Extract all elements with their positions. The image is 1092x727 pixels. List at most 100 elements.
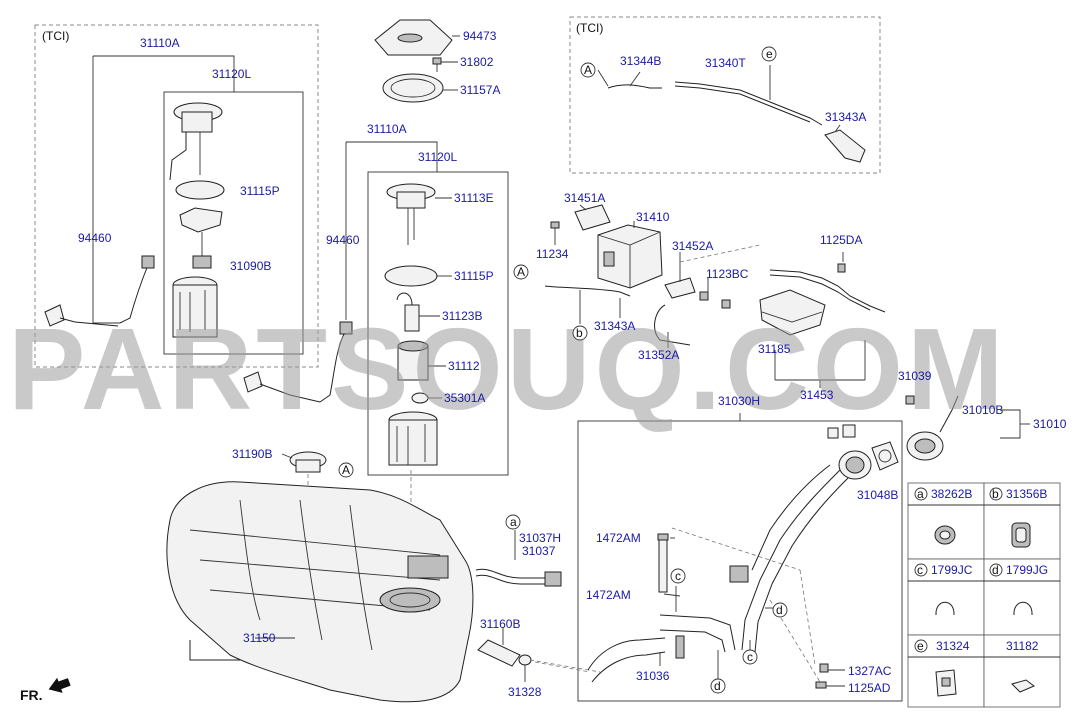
tci-right-tag: (TCI) xyxy=(576,21,603,35)
ref-e-1: e xyxy=(766,47,773,61)
label-31037h[interactable]: 31037H xyxy=(519,531,561,545)
right-tci-hoses xyxy=(597,65,866,163)
label-94473[interactable]: 94473 xyxy=(463,29,497,43)
arrow-icon xyxy=(48,677,71,693)
label-31090b[interactable]: 31090B xyxy=(230,259,271,273)
label-31120l-left[interactable]: 31120L xyxy=(212,67,251,81)
hose-31160b xyxy=(477,628,601,682)
direction-label: FR. xyxy=(20,687,43,703)
ref-c-2: c xyxy=(747,650,753,664)
label-31115p-left[interactable]: 31115P xyxy=(240,184,280,198)
legend-part-38262b[interactable]: 38262B xyxy=(931,487,972,501)
tci-right-box xyxy=(569,16,881,174)
label-31010[interactable]: 31010 xyxy=(1033,417,1067,431)
legend-key-d: d xyxy=(992,563,999,577)
spring-clip-icon xyxy=(935,601,955,616)
ref-b-1: b xyxy=(576,326,583,340)
top-cover-parts xyxy=(374,19,460,103)
label-11234[interactable]: 11234 xyxy=(536,247,569,261)
sender-cap xyxy=(281,451,327,540)
filler-neck xyxy=(534,413,899,689)
ref-circle-a-upper-2 xyxy=(580,62,596,78)
ref-circle-a-upper-3 xyxy=(513,264,529,280)
legend-key-a: a xyxy=(917,487,924,501)
label-31352a[interactable]: 31352A xyxy=(638,348,679,362)
label-31343a-top[interactable]: 31343A xyxy=(825,110,866,124)
tci-left-tag: (TCI) xyxy=(42,29,69,43)
label-31110a-left[interactable]: 31110A xyxy=(140,36,180,50)
label-94460-left[interactable]: 94460 xyxy=(78,231,112,245)
label-31185[interactable]: 31185 xyxy=(758,342,791,356)
ref-d-1: d xyxy=(776,603,783,617)
label-31157a[interactable]: 31157A xyxy=(460,83,500,97)
label-31344b[interactable]: 31344B xyxy=(620,54,661,68)
fuel-tank xyxy=(166,481,474,703)
legend-part-31182[interactable]: 31182 xyxy=(1006,639,1039,653)
label-31110a-mid[interactable]: 31110A xyxy=(367,122,407,136)
legend-key-b: b xyxy=(992,487,999,501)
label-31343a-mid[interactable]: 31343A xyxy=(594,319,635,333)
legend-key-e: e xyxy=(917,639,924,653)
legend-part-31356b[interactable]: 31356B xyxy=(1006,487,1047,501)
front-direction-indicator: FR. xyxy=(20,677,71,703)
label-31048b[interactable]: 31048B xyxy=(857,488,898,502)
ref-d-2: d xyxy=(714,679,721,693)
label-31160b[interactable]: 31160B xyxy=(480,617,520,631)
legend-part-31324[interactable]: 31324 xyxy=(936,639,970,653)
ref-a-2: A xyxy=(584,63,592,77)
spring-clip-icon xyxy=(1013,601,1033,616)
label-31037[interactable]: 31037 xyxy=(522,544,556,558)
hose-clip-icon xyxy=(1011,522,1031,548)
label-31039[interactable]: 31039 xyxy=(898,369,932,383)
label-1123bc[interactable]: 1123BC xyxy=(706,267,749,281)
label-31190b[interactable]: 31190B xyxy=(232,447,272,461)
label-31340t[interactable]: 31340T xyxy=(705,56,746,70)
fuel-cap xyxy=(905,395,1030,461)
label-31452a[interactable]: 31452A xyxy=(672,239,713,253)
legend-part-1799jc[interactable]: 1799JC xyxy=(931,563,973,577)
label-1472am-b[interactable]: 1472AM xyxy=(586,588,631,602)
label-31410[interactable]: 31410 xyxy=(636,210,670,224)
ref-circle-a-upper-1 xyxy=(338,462,354,478)
legend-table: a 38262B b 31356B c 1799JC d 1799JG e 31… xyxy=(907,482,1061,708)
bracket-clip-icon xyxy=(935,669,957,697)
ref-c-1: c xyxy=(675,569,681,583)
label-1125da[interactable]: 1125DA xyxy=(820,233,862,247)
legend-key-c: c xyxy=(917,563,923,577)
label-31451a[interactable]: 31451A xyxy=(564,191,605,205)
label-31115p-mid[interactable]: 31115P xyxy=(454,269,494,283)
hose-clamp-icon xyxy=(934,525,956,545)
label-1125ad[interactable]: 1125AD xyxy=(848,681,891,695)
canister-area xyxy=(544,204,886,388)
label-35301a[interactable]: 35301A xyxy=(444,391,485,405)
label-31112[interactable]: 31112 xyxy=(448,359,480,373)
pump-box-mid xyxy=(367,171,509,476)
label-31030h[interactable]: 31030H xyxy=(718,394,760,408)
watermark: PARTSOUQ.COM xyxy=(8,304,1008,434)
label-31113e[interactable]: 31113E xyxy=(454,191,494,205)
left-assembly xyxy=(44,55,235,338)
label-31036[interactable]: 31036 xyxy=(636,669,670,683)
tci-left-box xyxy=(34,24,319,368)
pad-icon xyxy=(1011,679,1035,693)
label-31010b[interactable]: 31010B xyxy=(962,403,1003,417)
label-31123b[interactable]: 31123B xyxy=(442,309,482,323)
ref-a-3: A xyxy=(517,265,525,279)
reference-markers: A A A e b a c c d d xyxy=(338,46,788,694)
label-1327ac[interactable]: 1327AC xyxy=(848,664,892,678)
hose-31037 xyxy=(475,530,562,587)
ref-a-lower-1: a xyxy=(510,515,517,529)
label-31328[interactable]: 31328 xyxy=(508,685,542,699)
label-31150[interactable]: 31150 xyxy=(243,631,276,645)
ref-a-1: A xyxy=(342,463,350,477)
label-1472am-a[interactable]: 1472AM xyxy=(596,531,641,545)
label-94460-mid[interactable]: 94460 xyxy=(326,233,360,247)
part-labels: 31110A 31120L 31115P 94460 31090B 94473 … xyxy=(78,29,1067,699)
label-31802[interactable]: 31802 xyxy=(460,55,494,69)
pump-box-left xyxy=(163,91,304,355)
label-31453[interactable]: 31453 xyxy=(800,388,834,402)
legend-part-1799jg[interactable]: 1799JG xyxy=(1006,563,1048,577)
mid-assembly xyxy=(243,141,452,575)
label-31120l-mid[interactable]: 31120L xyxy=(418,150,457,164)
